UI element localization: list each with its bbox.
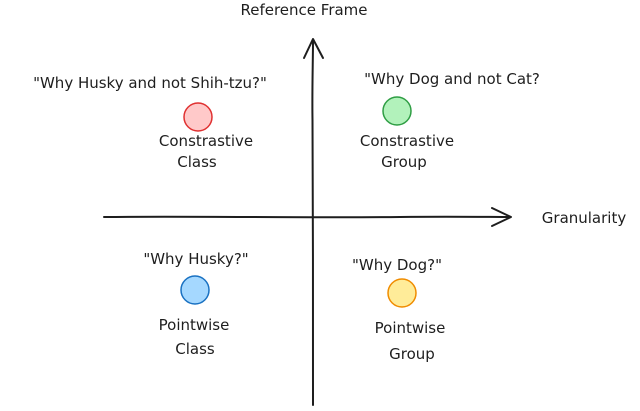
top-right-question: "Why Dog and not Cat?	[364, 70, 540, 88]
bottom-right-label-line1: Pointwise	[374, 319, 446, 337]
x-axis-line	[103, 215, 511, 219]
top-left-question: "Why Husky and not Shih-tzu?"	[33, 74, 267, 92]
bottom-left-question: "Why Husky?"	[143, 250, 249, 268]
bottom-right-label-line2: Group	[389, 345, 435, 363]
constrastive-group-dot	[382, 96, 412, 126]
constrastive-class-dot	[183, 102, 213, 132]
top-left-label-line1: Constrastive	[158, 132, 254, 150]
y-axis-title: Reference Frame	[240, 1, 368, 19]
x-axis-title: Granularity	[541, 209, 627, 227]
top-right-label-line1: Constrastive	[359, 132, 455, 150]
pointwise-group-dot	[387, 278, 417, 308]
bottom-left-label-line1: Pointwise	[158, 316, 230, 334]
bottom-left-label-line2: Class	[175, 340, 215, 358]
y-axis-arrowhead	[303, 38, 324, 59]
x-axis-arrowhead	[491, 207, 512, 227]
top-left-label-line2: Class	[177, 153, 217, 171]
y-axis-line	[311, 39, 314, 406]
pointwise-class-dot	[180, 275, 210, 305]
top-right-label-line2: Group	[381, 153, 427, 171]
bottom-right-question: "Why Dog?"	[352, 256, 442, 274]
